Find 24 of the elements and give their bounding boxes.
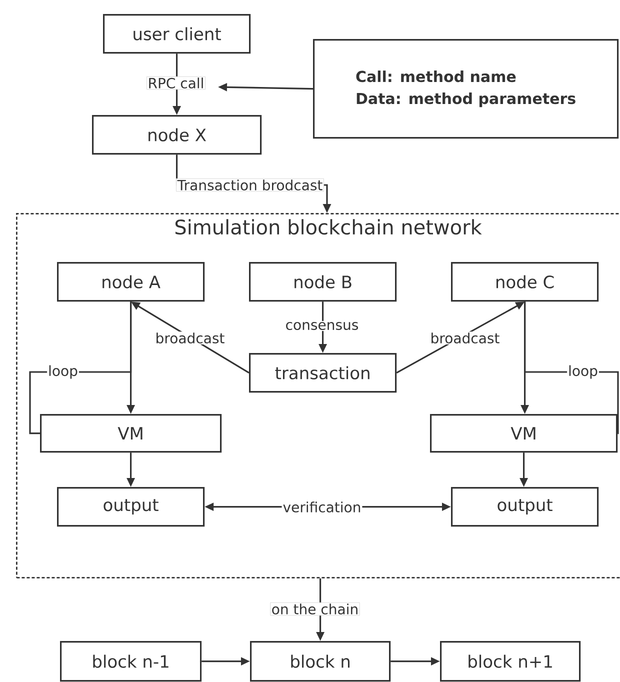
edge-label: RPC call (146, 76, 206, 90)
process-box: node A (57, 262, 205, 302)
process-box: VM (430, 414, 618, 453)
process-box: output (57, 487, 205, 527)
process-box: node B (249, 262, 397, 302)
edge-label: consensus (284, 320, 360, 332)
process-box: output (451, 487, 599, 527)
edge-label: broadcast (429, 332, 501, 344)
edge-label: loop (567, 364, 599, 380)
note-box: Call: method name Data: method parameters (313, 39, 619, 139)
edge-label: on the chain (270, 602, 360, 616)
frame-title: Simulation blockchain network (175, 219, 482, 235)
edge-label: loop (47, 364, 79, 380)
edge-label: broadcast (154, 332, 226, 344)
process-box: user client (103, 14, 251, 54)
process-box: block n (250, 641, 391, 682)
process-box: node X (92, 115, 262, 155)
edge-label: Transaction brodcast (176, 178, 324, 192)
process-box: block n-1 (60, 641, 202, 682)
process-box: node C (451, 262, 599, 302)
process-box: transaction (249, 353, 397, 393)
process-box: VM (40, 414, 222, 453)
edge-label: verification (282, 500, 362, 514)
process-box: block n+1 (440, 641, 581, 682)
